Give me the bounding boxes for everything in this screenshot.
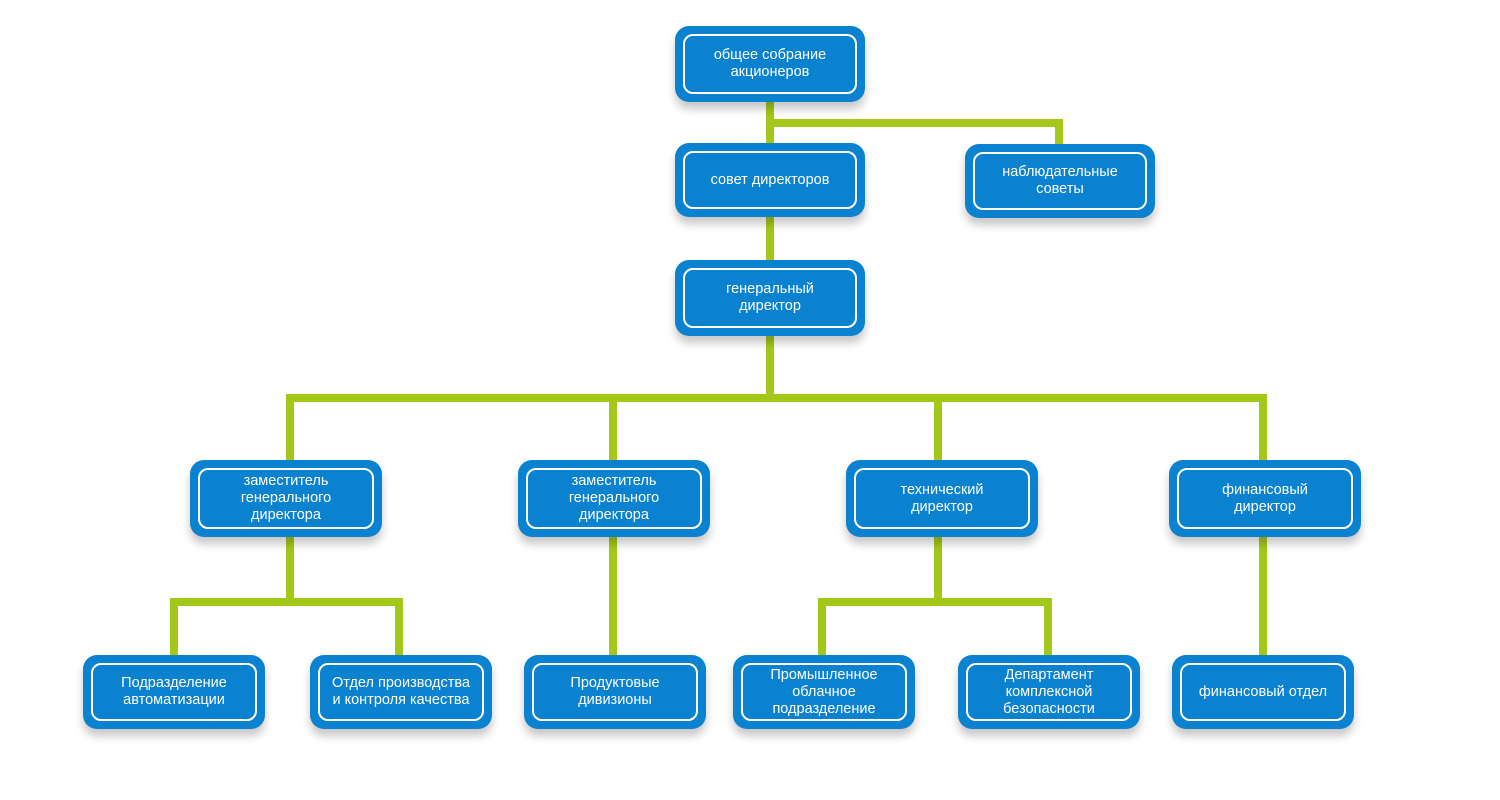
node-label: Подразделение автоматизации [121,675,227,708]
node-automation-division: Подразделение автоматизации [83,655,265,729]
node-product-divisions: Продуктовые дивизионы [524,655,706,729]
node-label: Департамент комплексной безопасности [1003,666,1095,717]
node-industrial-cloud-division: Промышленное облачное подразделение [733,655,915,729]
node-finance-department: финансовый отдел [1172,655,1354,729]
node-general-director: генеральный директор [675,260,865,336]
node-financial-director: финансовый директор [1169,460,1361,537]
node-production-quality-dept: Отдел производства и контроля качества [310,655,492,729]
connector-shareholders-supervisory [766,119,1063,152]
node-deputy-director-2: заместитель генерального директора [518,460,710,537]
node-label: совет директоров [710,171,830,188]
node-shareholders-meeting: общее собрание акционеров [675,26,865,102]
node-label: общее собрание акционеров [713,47,827,80]
node-board-of-directors: совет директоров [675,143,865,217]
node-label: Отдел производства и контроля качества [332,675,470,708]
node-label: Продуктовые дивизионы [570,675,660,708]
node-label: технический директор [900,481,984,515]
node-label: заместитель генерального директора [568,473,660,523]
node-label: наблюдательные советы [1002,164,1118,197]
connector-cto-children [818,531,1052,661]
connector-deputy1-children [170,531,403,661]
node-supervisory-boards: наблюдательные советы [965,144,1155,218]
node-deputy-director-1: заместитель генерального директора [190,460,382,537]
node-label: Промышленное облачное подразделение [770,666,878,717]
node-label: генеральный директор [726,281,814,314]
node-integrated-security-dept: Департамент комплексной безопасности [958,655,1140,729]
node-technical-director: технический директор [846,460,1038,537]
node-label: заместитель генерального директора [240,473,332,523]
node-label: финансовый отдел [1198,683,1328,700]
node-label: финансовый директор [1222,481,1308,515]
